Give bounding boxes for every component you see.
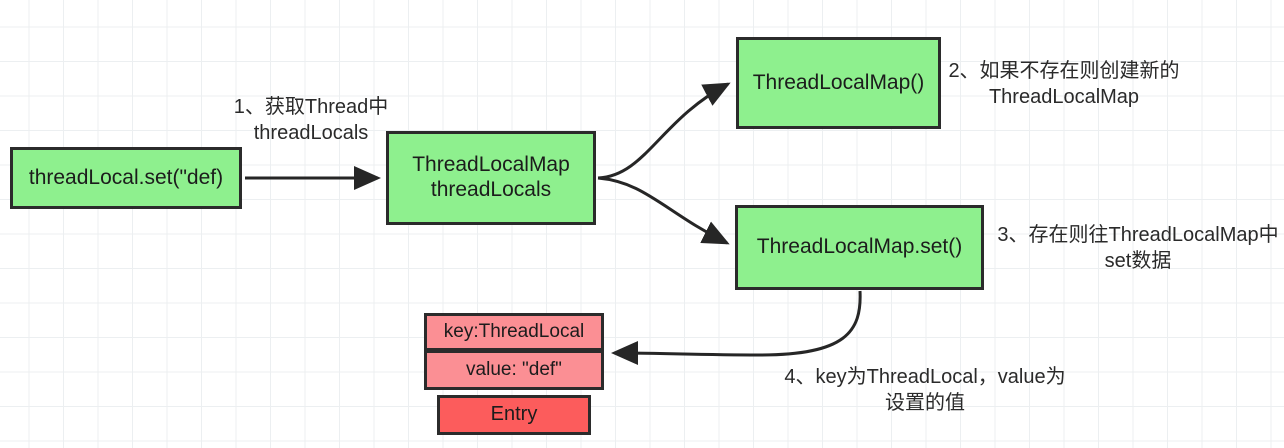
edge-threadlocals-to-set xyxy=(597,176,730,245)
entry-key-cell[interactable]: key:ThreadLocal xyxy=(424,313,604,351)
edge-threadlocals-to-ctor xyxy=(597,82,731,180)
entry-value-cell[interactable]: value: "def" xyxy=(424,350,604,390)
node-threadlocalmap-threadlocals[interactable]: ThreadLocalMap threadLocals xyxy=(386,131,596,225)
node-threadlocalmap-constructor[interactable]: ThreadLocalMap() xyxy=(736,37,941,129)
annotation-step-1: 1、获取Thread中 threadLocals xyxy=(233,96,389,144)
annotation-step-2: 2、如果不存在则创建新的 ThreadLocalMap xyxy=(948,60,1180,108)
annotation-step-3: 3、存在则往ThreadLocalMap中 set数据 xyxy=(997,224,1279,272)
node-threadlocalmap-set[interactable]: ThreadLocalMap.set() xyxy=(735,205,984,290)
entry-title-bar[interactable]: Entry xyxy=(437,395,591,435)
node-threadlocal-set[interactable]: threadLocal.set("def) xyxy=(10,147,242,209)
annotation-step-4: 4、key为ThreadLocal，value为 设置的值 xyxy=(784,366,1066,414)
edge-set-to-entry xyxy=(611,290,862,366)
